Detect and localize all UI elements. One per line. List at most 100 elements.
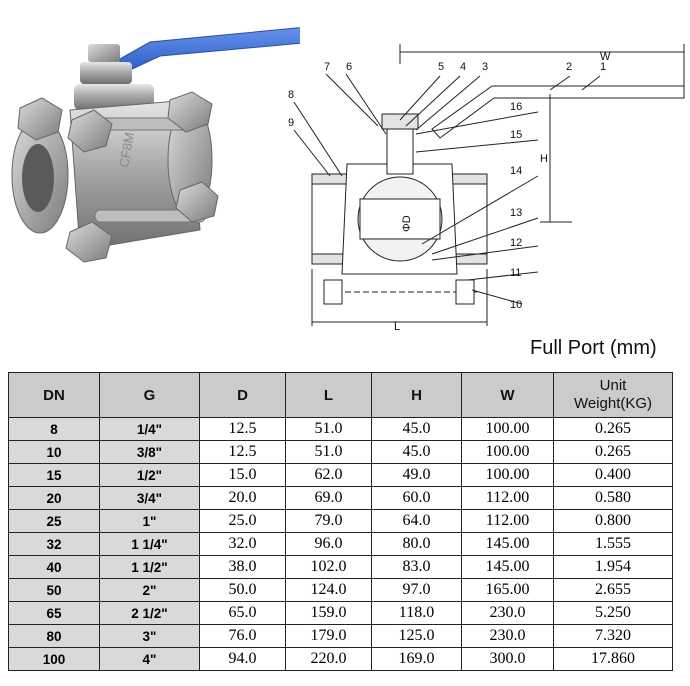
part-6: 6 [346, 61, 352, 73]
dim-d: ΦD [401, 215, 413, 232]
part-9: 9 [288, 117, 294, 129]
part-8: 8 [288, 89, 294, 101]
part-5: 5 [438, 61, 444, 73]
cell-weight: 7.320 [553, 624, 673, 648]
section-drawing: W H L ΦD 1 2 3 4 5 6 7 8 9 10 11 12 13 1… [288, 44, 685, 333]
header-l: L [285, 372, 372, 418]
cell-l: 69.0 [285, 486, 372, 510]
cell-weight: 0.580 [553, 486, 673, 510]
cell-w: 145.00 [461, 532, 554, 556]
valve-photo: CF8M [11, 27, 300, 263]
part-10: 10 [510, 299, 522, 311]
part-2: 2 [566, 61, 572, 73]
cell-d: 25.0 [199, 509, 286, 533]
cell-dn: 20 [8, 486, 100, 510]
header-w: W [461, 372, 554, 418]
cell-g: 1 1/4" [99, 532, 200, 556]
cell-dn: 50 [8, 578, 100, 602]
cell-dn: 8 [8, 417, 100, 441]
cell-h: 169.0 [371, 647, 462, 671]
cell-weight: 2.655 [553, 578, 673, 602]
cell-l: 124.0 [285, 578, 372, 602]
cell-l: 62.0 [285, 463, 372, 487]
cell-w: 112.00 [461, 509, 554, 533]
cell-weight: 1.954 [553, 555, 673, 579]
cell-dn: 10 [8, 440, 100, 464]
part-11: 11 [510, 267, 521, 279]
cell-l: 179.0 [285, 624, 372, 648]
cell-l: 51.0 [285, 417, 372, 441]
cell-h: 49.0 [371, 463, 462, 487]
cell-weight: 0.800 [553, 509, 673, 533]
cell-g: 3" [99, 624, 200, 648]
cell-weight: 1.555 [553, 532, 673, 556]
cell-h: 60.0 [371, 486, 462, 510]
cell-h: 45.0 [371, 417, 462, 441]
cell-d: 38.0 [199, 555, 286, 579]
header-dn: DN [8, 372, 100, 418]
part-3: 3 [482, 61, 488, 73]
cell-w: 100.00 [461, 463, 554, 487]
dim-w: W [600, 51, 611, 63]
part-16: 16 [510, 101, 522, 113]
dim-l: L [394, 321, 400, 333]
cell-h: 45.0 [371, 440, 462, 464]
cell-d: 12.5 [199, 440, 286, 464]
cell-h: 125.0 [371, 624, 462, 648]
cell-w: 165.00 [461, 578, 554, 602]
cell-dn: 40 [8, 555, 100, 579]
cell-g: 2 1/2" [99, 601, 200, 625]
cell-weight: 17.860 [553, 647, 673, 671]
cell-d: 15.0 [199, 463, 286, 487]
header-g: G [99, 372, 200, 418]
header-unit: Unit [599, 377, 627, 394]
cell-w: 112.00 [461, 486, 554, 510]
cell-d: 50.0 [199, 578, 286, 602]
header-d: D [199, 372, 286, 418]
cell-d: 94.0 [199, 647, 286, 671]
cell-w: 100.00 [461, 440, 554, 464]
cell-h: 118.0 [371, 601, 462, 625]
cell-weight: 0.400 [553, 463, 673, 487]
part-12: 12 [510, 237, 522, 249]
cell-g: 1/4" [99, 417, 200, 441]
cell-l: 220.0 [285, 647, 372, 671]
cell-dn: 80 [8, 624, 100, 648]
part-1: 1 [600, 61, 606, 73]
cell-g: 3/8" [99, 440, 200, 464]
cell-l: 96.0 [285, 532, 372, 556]
part-4: 4 [460, 61, 466, 73]
cell-w: 300.0 [461, 647, 554, 671]
cell-g: 2" [99, 578, 200, 602]
cell-g: 4" [99, 647, 200, 671]
cell-l: 159.0 [285, 601, 372, 625]
header-unit-weight: Unit Weight(KG) [553, 372, 673, 418]
cell-d: 65.0 [199, 601, 286, 625]
cell-g: 1" [99, 509, 200, 533]
cell-w: 230.0 [461, 601, 554, 625]
handle-grip [117, 27, 300, 71]
cell-h: 83.0 [371, 555, 462, 579]
cell-d: 12.5 [199, 417, 286, 441]
cell-h: 64.0 [371, 509, 462, 533]
cell-dn: 25 [8, 509, 100, 533]
header-row: DN G D L H W Unit Weight(KG) [8, 372, 673, 418]
dim-h: H [540, 153, 548, 165]
cell-weight: 0.265 [553, 417, 673, 441]
cell-h: 97.0 [371, 578, 462, 602]
cell-w: 100.00 [461, 417, 554, 441]
cell-dn: 65 [8, 601, 100, 625]
cell-w: 145.00 [461, 555, 554, 579]
cell-d: 20.0 [199, 486, 286, 510]
cell-dn: 100 [8, 647, 100, 671]
